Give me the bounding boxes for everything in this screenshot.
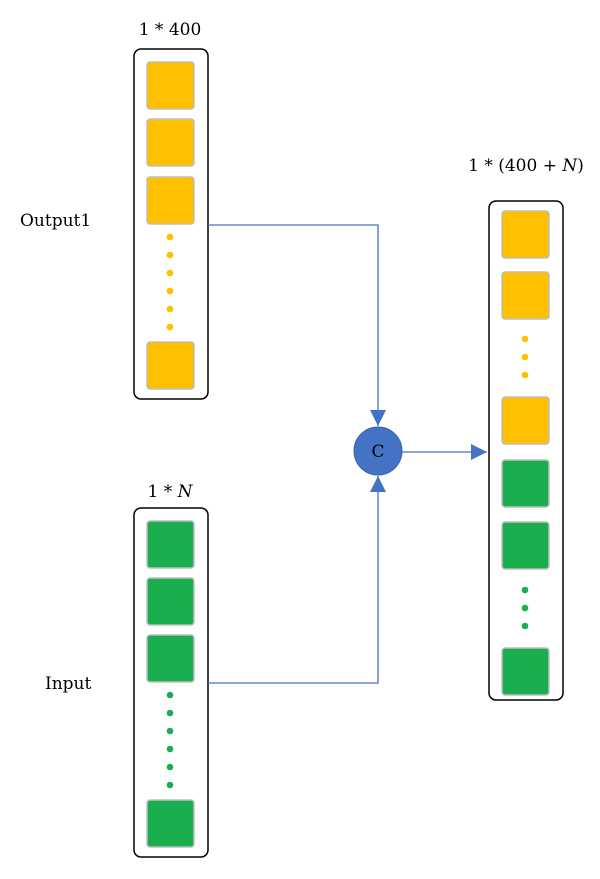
input-cell xyxy=(146,799,195,848)
concat-output-cell xyxy=(501,396,550,445)
concat-node: C xyxy=(353,426,403,476)
concat-input-cell xyxy=(501,459,550,508)
concat-vector-frame xyxy=(488,200,564,701)
output1-label: Output1 xyxy=(20,211,91,231)
input-to-concat-connector xyxy=(208,476,386,684)
concat-input-cell xyxy=(501,647,550,696)
concat-input-ellipsis xyxy=(521,586,529,630)
input-ellipsis xyxy=(166,691,174,789)
output1-cell xyxy=(146,118,195,167)
input-cell xyxy=(146,520,195,569)
input-cell xyxy=(146,577,195,626)
input-dim-label: 1 * N xyxy=(148,482,194,502)
concat-output-cell xyxy=(501,210,550,259)
output1-cell xyxy=(146,61,195,110)
input-cell xyxy=(146,634,195,683)
output1-to-concat-connector xyxy=(208,224,386,426)
concat-dim-label: 1 * (400 + N) xyxy=(468,156,584,176)
concat-output-cell xyxy=(501,271,550,320)
output1-cell xyxy=(146,341,195,390)
output1-ellipsis xyxy=(166,233,174,331)
concat-node-circle xyxy=(353,426,403,476)
input-label: Input xyxy=(45,674,91,694)
concat-vector xyxy=(488,200,564,701)
concat-input-cell xyxy=(501,521,550,570)
output1-vector xyxy=(133,48,209,400)
input-vector xyxy=(133,507,209,858)
concat-node-label: C xyxy=(371,442,384,462)
output1-cell xyxy=(146,176,195,225)
output1-dim-label: 1 * 400 xyxy=(139,20,202,40)
concat-output-ellipsis xyxy=(521,335,529,379)
